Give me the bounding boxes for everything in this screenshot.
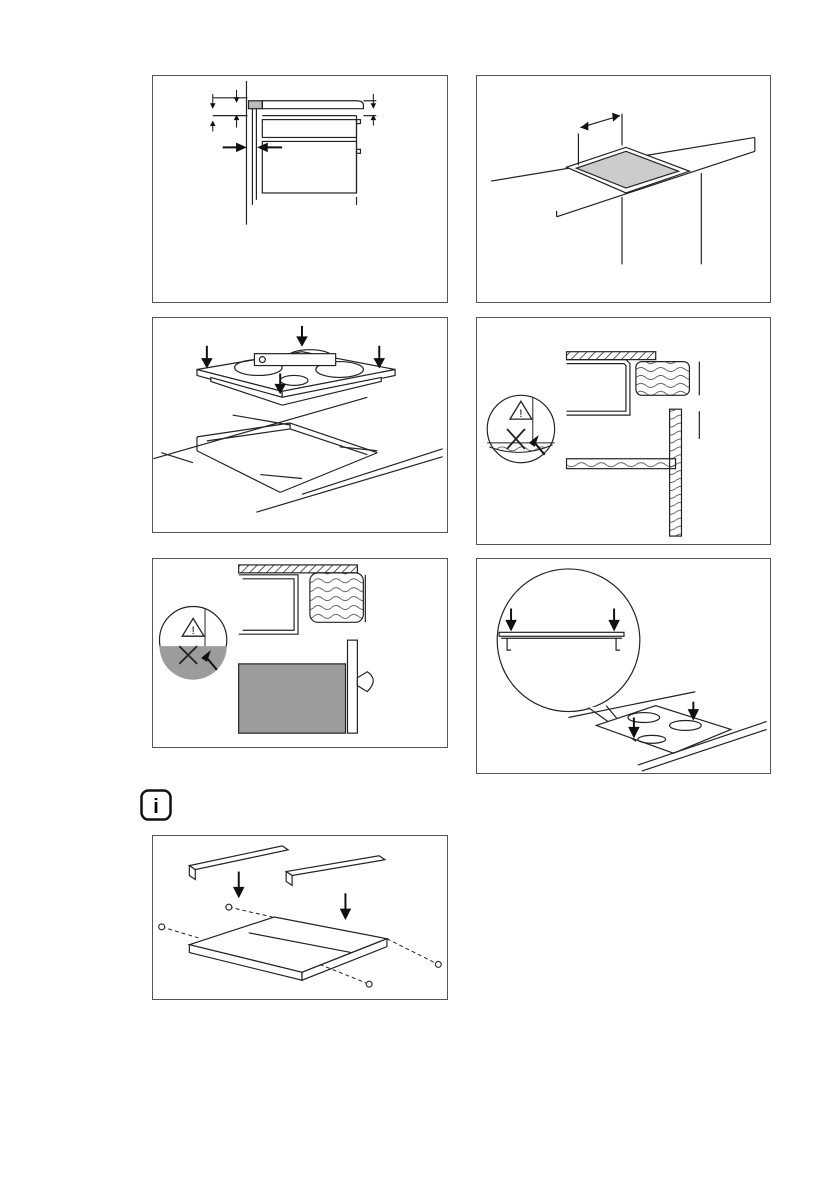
figure-drawer-clearance-warning: !: [476, 317, 771, 545]
figure-worktop-cutout: [476, 75, 771, 303]
hob-press-down-detail-diagram: [477, 559, 770, 773]
drawer-clearance-warning-diagram: !: [477, 318, 770, 544]
warning-magnifier-icon: !: [487, 395, 554, 462]
oven-below-warning-diagram: !: [153, 559, 447, 747]
figure-cabinet-clearance: [152, 75, 448, 303]
info-icon: i: [140, 789, 172, 821]
hob-insertion-diagram: [153, 318, 447, 532]
figure-oven-below-warning: !: [152, 558, 448, 748]
bracket-assembly-diagram: [153, 836, 447, 999]
worktop-cutout-diagram: [477, 76, 770, 302]
figure-bracket-assembly: [152, 835, 448, 1000]
figure-hob-insertion: [152, 317, 448, 533]
warning-magnifier-icon: !: [159, 606, 226, 679]
figure-hob-press-down-detail: [476, 558, 771, 774]
cabinet-clearance-diagram: [153, 76, 447, 302]
svg-text:!: !: [192, 625, 195, 637]
svg-text:!: !: [519, 408, 522, 420]
svg-text:i: i: [153, 796, 159, 818]
